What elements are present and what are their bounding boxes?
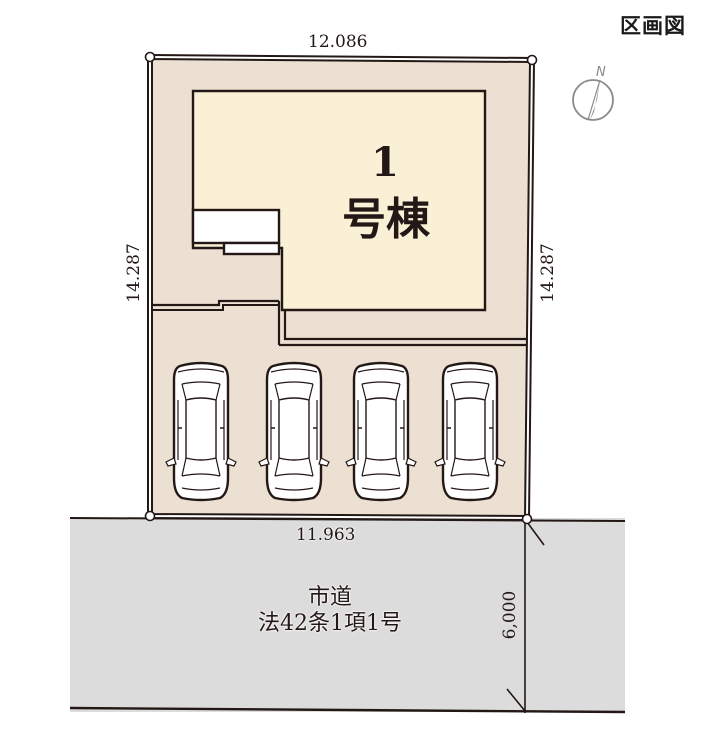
lot: [144, 51, 538, 525]
road-label: 市道 法42条1項1号: [210, 585, 450, 637]
dimension-right: 14.287: [538, 243, 558, 303]
car-icon: [257, 361, 331, 502]
road-type: 市道: [307, 585, 352, 610]
building-label: 号棟: [342, 194, 430, 245]
car-icon: [164, 361, 238, 502]
north-arrow-icon: N: [572, 65, 614, 121]
road-width-dimension: 6,000: [500, 590, 520, 640]
car-icon: [344, 361, 418, 502]
road-legal-class: 法42条1項1号: [258, 611, 402, 636]
svg-text:N: N: [596, 65, 606, 80]
building-number: 1: [371, 139, 399, 186]
car-icon: [433, 361, 507, 502]
road: [69, 517, 626, 714]
dimension-top: 12.086: [308, 32, 368, 52]
dimension-left: 14.287: [124, 243, 144, 303]
dimension-bottom: 11.963: [296, 525, 356, 545]
page-title: 区画図: [620, 14, 686, 38]
